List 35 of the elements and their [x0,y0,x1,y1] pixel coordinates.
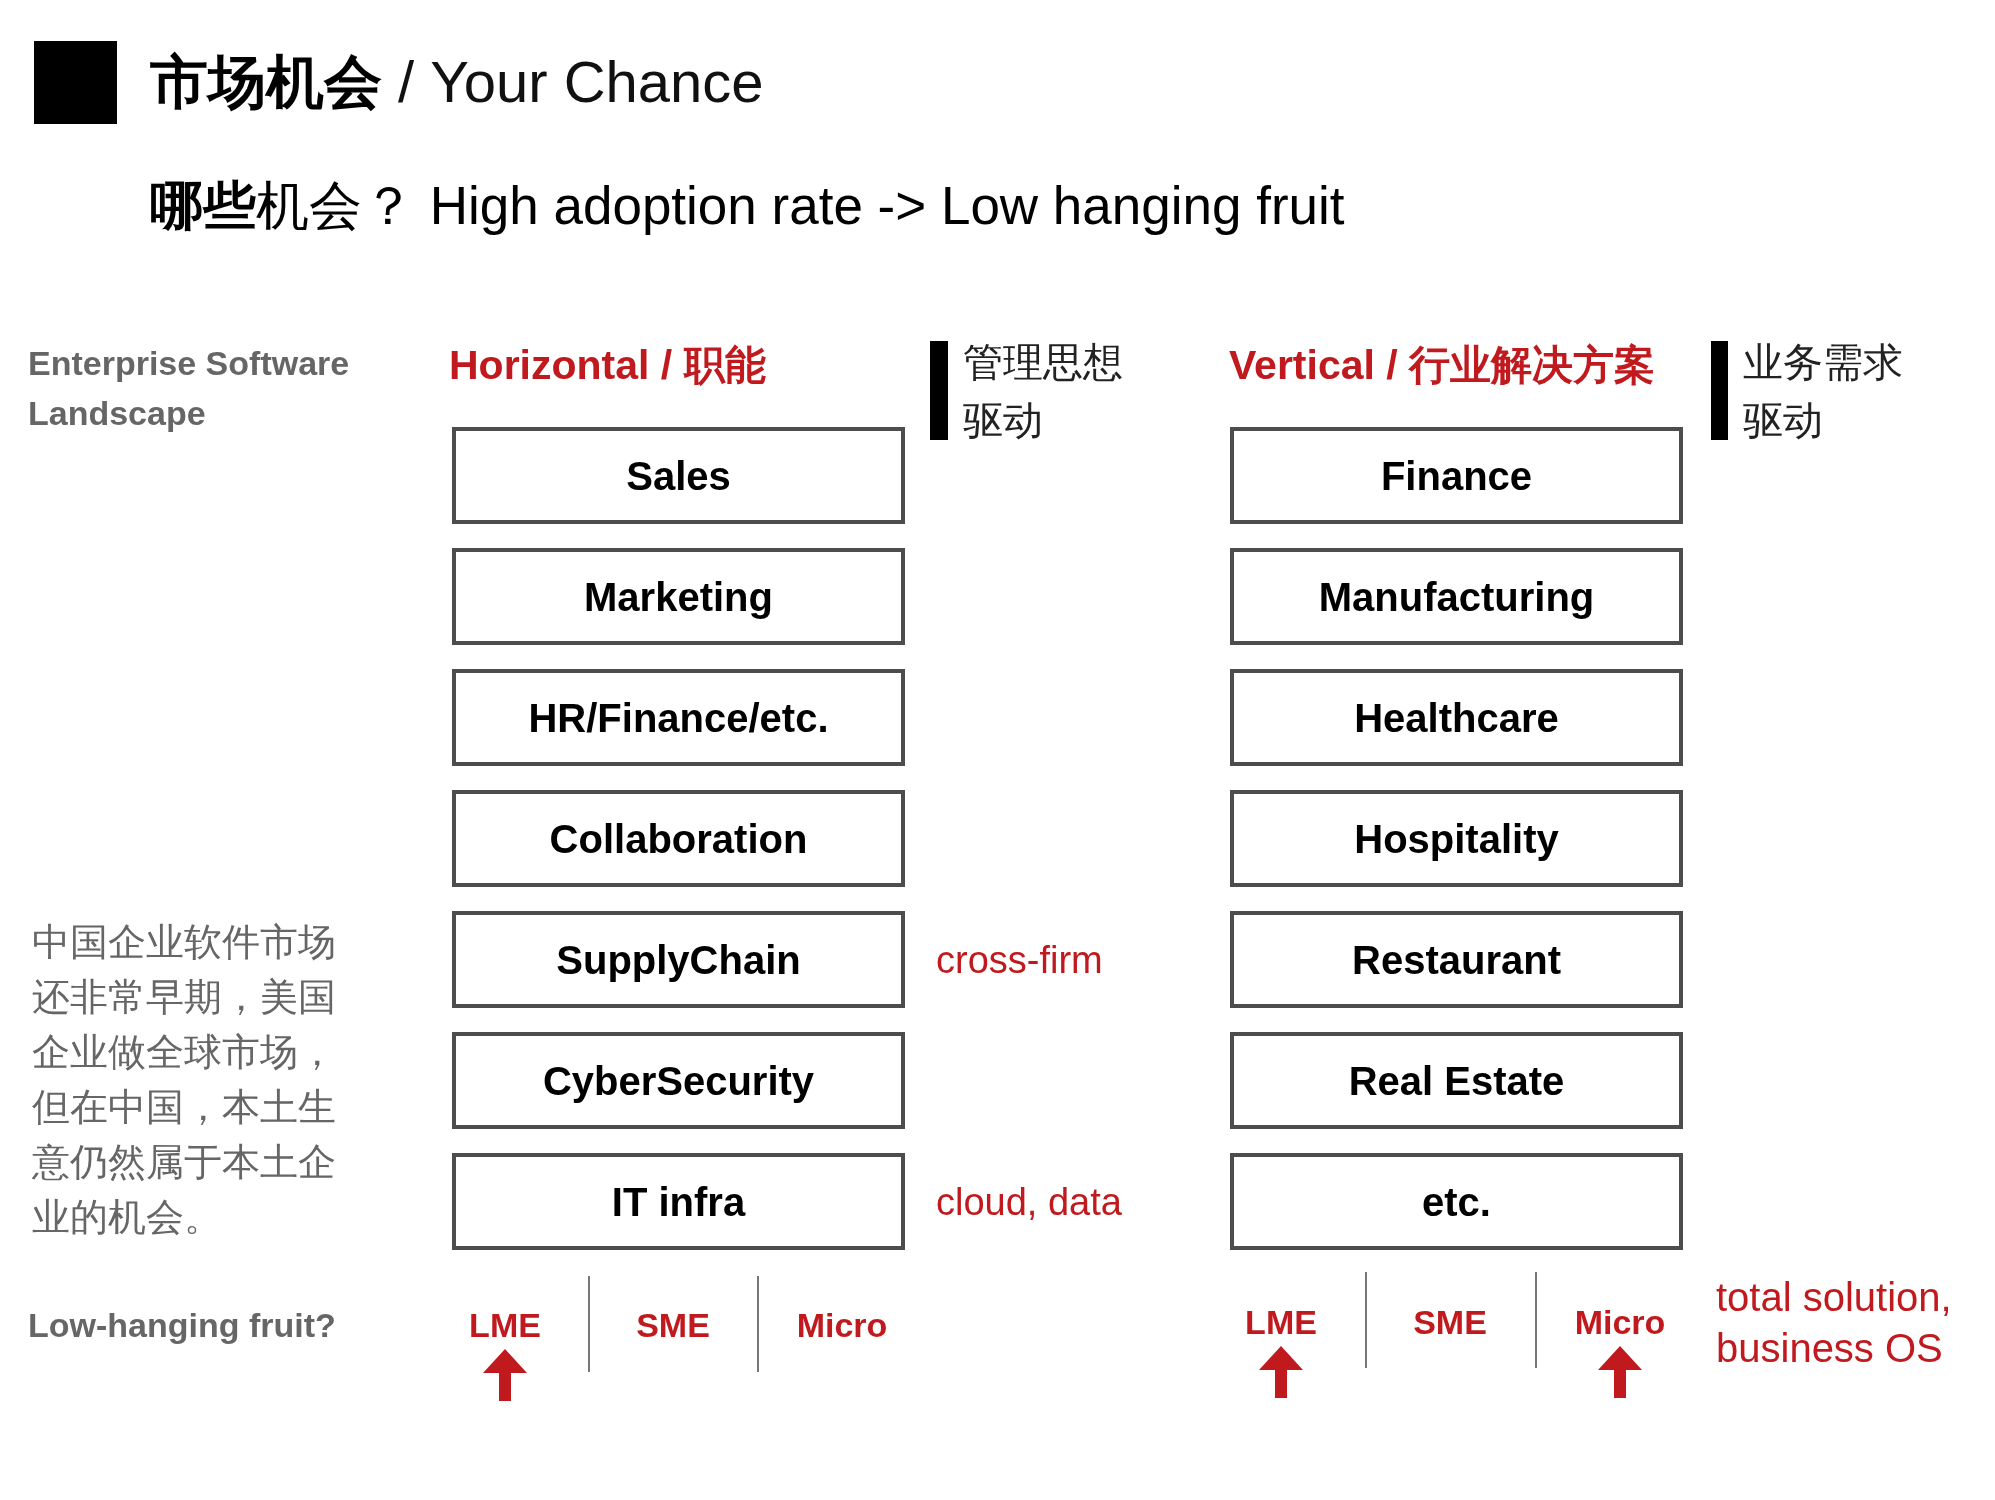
side-note: total solution, business OS [1716,1274,1953,1372]
category-box: Hospitality [1230,790,1683,887]
segment-label: SME [1413,1304,1487,1340]
arrow [1259,1346,1303,1398]
category-box: etc. [1230,1153,1683,1250]
segment-label: LME [469,1307,541,1343]
category-box: Restaurant [1230,911,1683,1008]
category-box: Sales [452,427,905,524]
category-box: IT infra [452,1153,905,1250]
category-box: Finance [1230,427,1683,524]
segment-label: Micro [1574,1304,1666,1340]
title: 市场机会 / Your Chance [150,48,764,116]
side-note: 业务需求驱动 [1743,339,1904,444]
side-note: 管理思想驱动 [963,339,1124,444]
category-box: HR/Finance/etc. [452,669,905,766]
category-box: Collaboration [452,790,905,887]
segment-label: LME [1245,1304,1317,1340]
category-box: Real Estate [1230,1032,1683,1129]
section-heading: Low-hanging fruit? [28,1305,336,1346]
column-heading: Horizontal / 职能 [449,341,766,390]
category-box: CyberSecurity [452,1032,905,1129]
segment-label: Micro [796,1307,888,1343]
category-box: Marketing [452,548,905,645]
subtitle: 哪些机会？ High adoption rate -> Low hanging fruit [150,176,1345,236]
side-note: cloud, data [936,1179,1122,1224]
section-heading: Enterprise Software Landscape [28,343,351,434]
category-box: Healthcare [1230,669,1683,766]
column-heading: Vertical / 行业解决方案 [1229,341,1656,390]
category-box: Manufacturing [1230,548,1683,645]
side-note: cross-firm [936,937,1103,982]
arrow [1598,1346,1642,1398]
arrow [483,1349,527,1401]
category-box: SupplyChain [452,911,905,1008]
segment-label: SME [636,1307,710,1343]
paragraph: 中国企业软件市场还非常早期，美国企业做全球市场，但在中国，本土生意仍然属于本土企业的机会。 [32,920,337,1240]
